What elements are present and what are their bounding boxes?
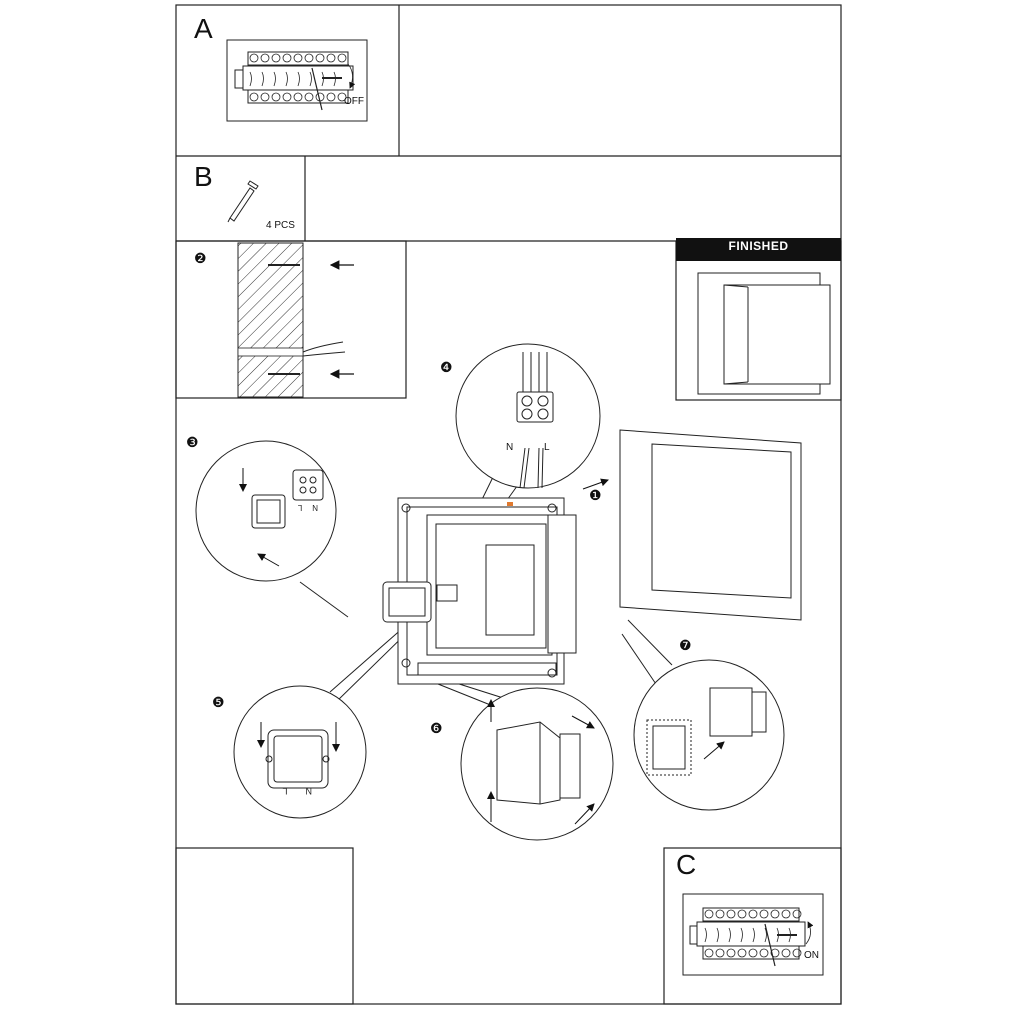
step-6-detail [460, 687, 614, 841]
finished-label: FINISHED [676, 238, 841, 261]
neutral-label: N [312, 503, 318, 512]
live-label: L [282, 786, 287, 796]
wall-section-illustration [237, 242, 354, 398]
step-4-detail [455, 343, 601, 489]
finished-fixture-illustration [697, 272, 831, 395]
breaker-c-terminals [704, 909, 814, 967]
step-5-wire-labels: NL [282, 786, 312, 796]
accent-tab [507, 502, 513, 506]
breaker-off-label: OFF [344, 96, 364, 107]
step-5-detail [233, 685, 367, 819]
step-1-badge: ❶ [589, 487, 602, 503]
cover-frame [582, 429, 802, 621]
live-wire-label: L [544, 442, 550, 453]
breaker-a-terminals [249, 53, 356, 111]
step-badges: ❷ ❸ ❹ ❶ ❺ ❻ ❼ [186, 250, 692, 736]
screw-icon [227, 180, 259, 223]
step-6-badge: ❻ [430, 720, 443, 736]
step-3-detail [195, 440, 337, 582]
neutral-label: N [306, 786, 313, 796]
neutral-wire-label: N [506, 442, 513, 453]
breaker-on-illustration [682, 893, 824, 976]
panel-a-letter: A [194, 13, 213, 44]
step-2-badge: ❷ [194, 250, 207, 266]
panel-c-letter: C [676, 849, 696, 880]
step-4-badge: ❹ [440, 359, 453, 375]
fixture-housing [382, 497, 577, 685]
screw-quantity: 4 PCS [266, 220, 295, 231]
breaker-on-label: ON [804, 950, 819, 961]
step-5-badge: ❺ [212, 694, 225, 710]
step-7-detail [633, 659, 785, 811]
breaker-off-illustration [226, 39, 368, 122]
step-7-badge: ❼ [679, 637, 692, 653]
live-label: L [297, 503, 302, 512]
panel-b-letter: B [194, 161, 213, 192]
step-3-wire-labels: NL [297, 503, 318, 512]
step-3-badge: ❸ [186, 434, 199, 450]
